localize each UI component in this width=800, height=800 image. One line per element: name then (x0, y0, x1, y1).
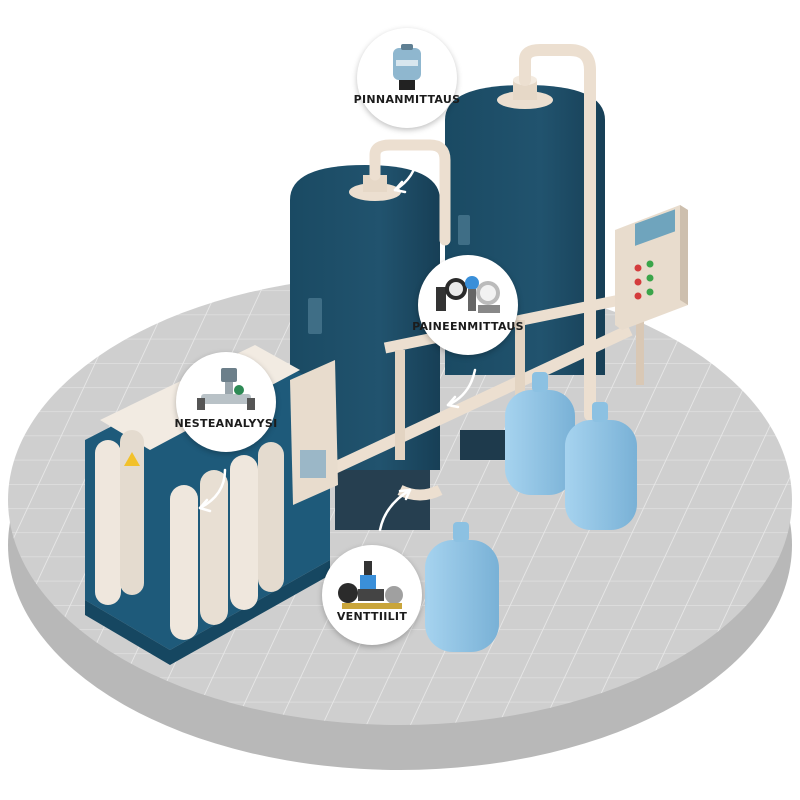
valves-icon (338, 561, 403, 609)
back-pipe (519, 44, 596, 421)
callout-level-measurement[interactable]: PINNANMITTAUS (354, 28, 460, 128)
liquid-analyzer-icon (197, 368, 255, 410)
callout-label: VENTTIILIT (336, 610, 408, 623)
callout-label: PAINEENMITTAUS (412, 320, 524, 333)
callout-pressure-measurement[interactable]: PAINEENMITTAUS (412, 255, 524, 355)
level-transmitter-icon (393, 44, 421, 90)
callout-liquid-analysis[interactable]: NESTEANALYYSI (174, 352, 278, 452)
water-bottle (505, 372, 575, 495)
water-bottle (565, 402, 637, 530)
control-panel (615, 205, 688, 330)
callout-valves[interactable]: VENTTIILIT (322, 545, 422, 645)
callout-label: PINNANMITTAUS (353, 93, 461, 106)
callout-arrows (198, 153, 477, 532)
front-pipe (369, 139, 451, 246)
callout-label: NESTEANALYYSI (174, 417, 278, 430)
pressure-gauges-icon (436, 276, 500, 313)
water-bottle (425, 522, 499, 652)
